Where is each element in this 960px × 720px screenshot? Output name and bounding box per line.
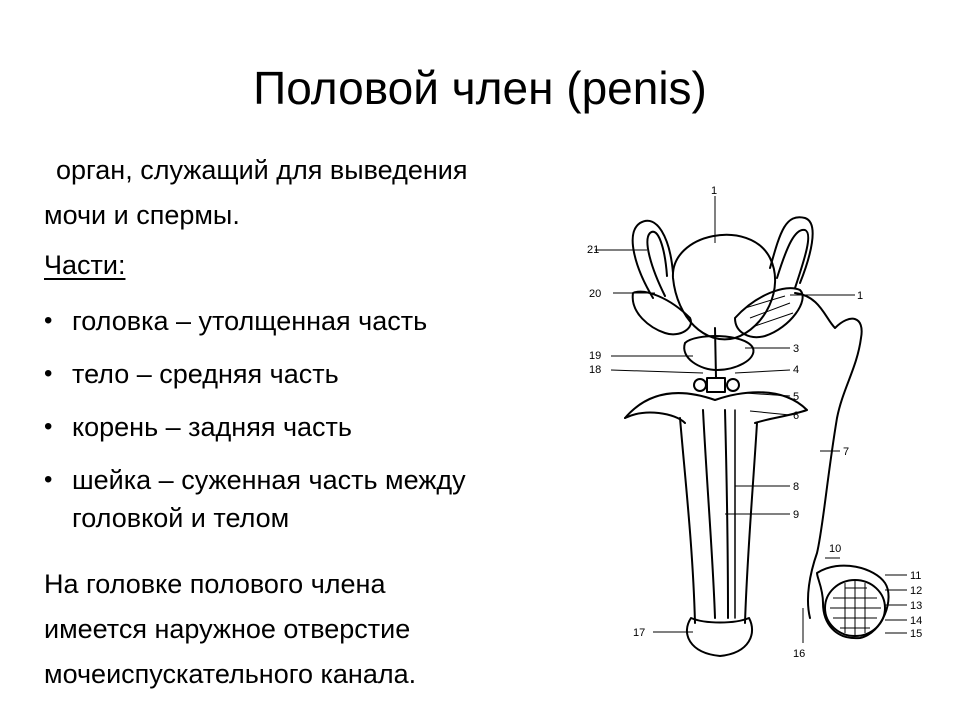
parts-list: головка – утолщенная часть тело – средня… [44, 302, 604, 552]
right-duct [769, 216, 814, 284]
diagram-label: 3 [793, 343, 799, 355]
diagram-label: 10 [829, 543, 841, 555]
diagram-label: 15 [910, 628, 922, 640]
prostate [683, 335, 755, 371]
diagram-label: 6 [793, 410, 799, 422]
diagram-label: 8 [793, 481, 799, 493]
left-duct [631, 220, 674, 299]
list-item-text: головка – утолщенная часть [72, 306, 428, 336]
outro-text: На головке полового члена имеется наружн… [44, 562, 564, 697]
right-duct-inner [776, 228, 810, 289]
list-item: головка – утолщенная часть [44, 302, 604, 340]
outro-line-1: На головке полового члена [44, 569, 386, 599]
intro-line-1: орган, служащий для выведения [56, 155, 468, 185]
bladder [671, 233, 776, 341]
prostatic-urethra [714, 327, 717, 379]
penis-root [624, 391, 808, 424]
diagram-label: 21 [587, 244, 599, 256]
glans [686, 617, 754, 657]
intro-text: орган, служащий для выведения мочи и спе… [44, 148, 604, 238]
diagram-label: 17 [633, 627, 645, 639]
right-seminal-vesicle [734, 287, 804, 338]
list-item-text: корень – задняя часть [72, 412, 352, 442]
intro-line-2: мочи и спермы. [44, 200, 240, 230]
list-item-text: шейка – суженная часть между [72, 465, 466, 495]
list-item-text-continued: головкой и телом [72, 503, 290, 533]
left-crus [624, 411, 686, 424]
vas-deferens [794, 292, 863, 619]
penis-shaft-right [744, 422, 758, 624]
list-item-text: тело – средняя часть [72, 359, 339, 389]
slide-title: Половой член (penis) [253, 62, 707, 114]
corpus-cavernosum-line [702, 409, 716, 619]
penis-shaft-left [679, 417, 696, 624]
diagram-label: 5 [793, 391, 799, 403]
parts-heading: Части: [44, 250, 126, 280]
diagram-label: 16 [793, 648, 805, 660]
list-item: тело – средняя часть [44, 355, 604, 393]
diagram-label: 4 [793, 364, 799, 376]
left-seminal-vesicle [631, 290, 692, 336]
list-item: корень – задняя часть [44, 408, 604, 446]
diagram-label: 20 [589, 288, 601, 300]
diagram-label: 14 [910, 615, 922, 627]
diagram-label: 1 [711, 185, 717, 197]
right-bulbourethral-gland [726, 378, 740, 392]
diagram-label: 18 [589, 364, 601, 376]
left-duct-inner [646, 230, 668, 297]
diagram-label: 11 [910, 570, 921, 582]
diagram-label: 1 [857, 290, 863, 302]
outro-line-3: мочеиспускательного канала. [44, 659, 417, 689]
diagram-label: 9 [793, 509, 799, 521]
outro-line-2: имеется наружное отверстие [44, 614, 411, 644]
diagram-label: 13 [910, 600, 922, 612]
diagram-label: 7 [843, 446, 849, 458]
membranous-urethra [706, 377, 726, 393]
corpus-spongiosum-line [724, 409, 729, 619]
list-item: шейка – суженная часть между головкой и … [44, 461, 604, 537]
left-bulbourethral-gland [693, 378, 707, 392]
anatomy-diagram: 1 21 20 1 3 19 18 4 5 6 7 8 9 10 11 12 1… [587, 185, 922, 660]
epididymis [816, 564, 890, 640]
diagram-label: 19 [589, 350, 601, 362]
diagram-label: 12 [910, 585, 922, 597]
